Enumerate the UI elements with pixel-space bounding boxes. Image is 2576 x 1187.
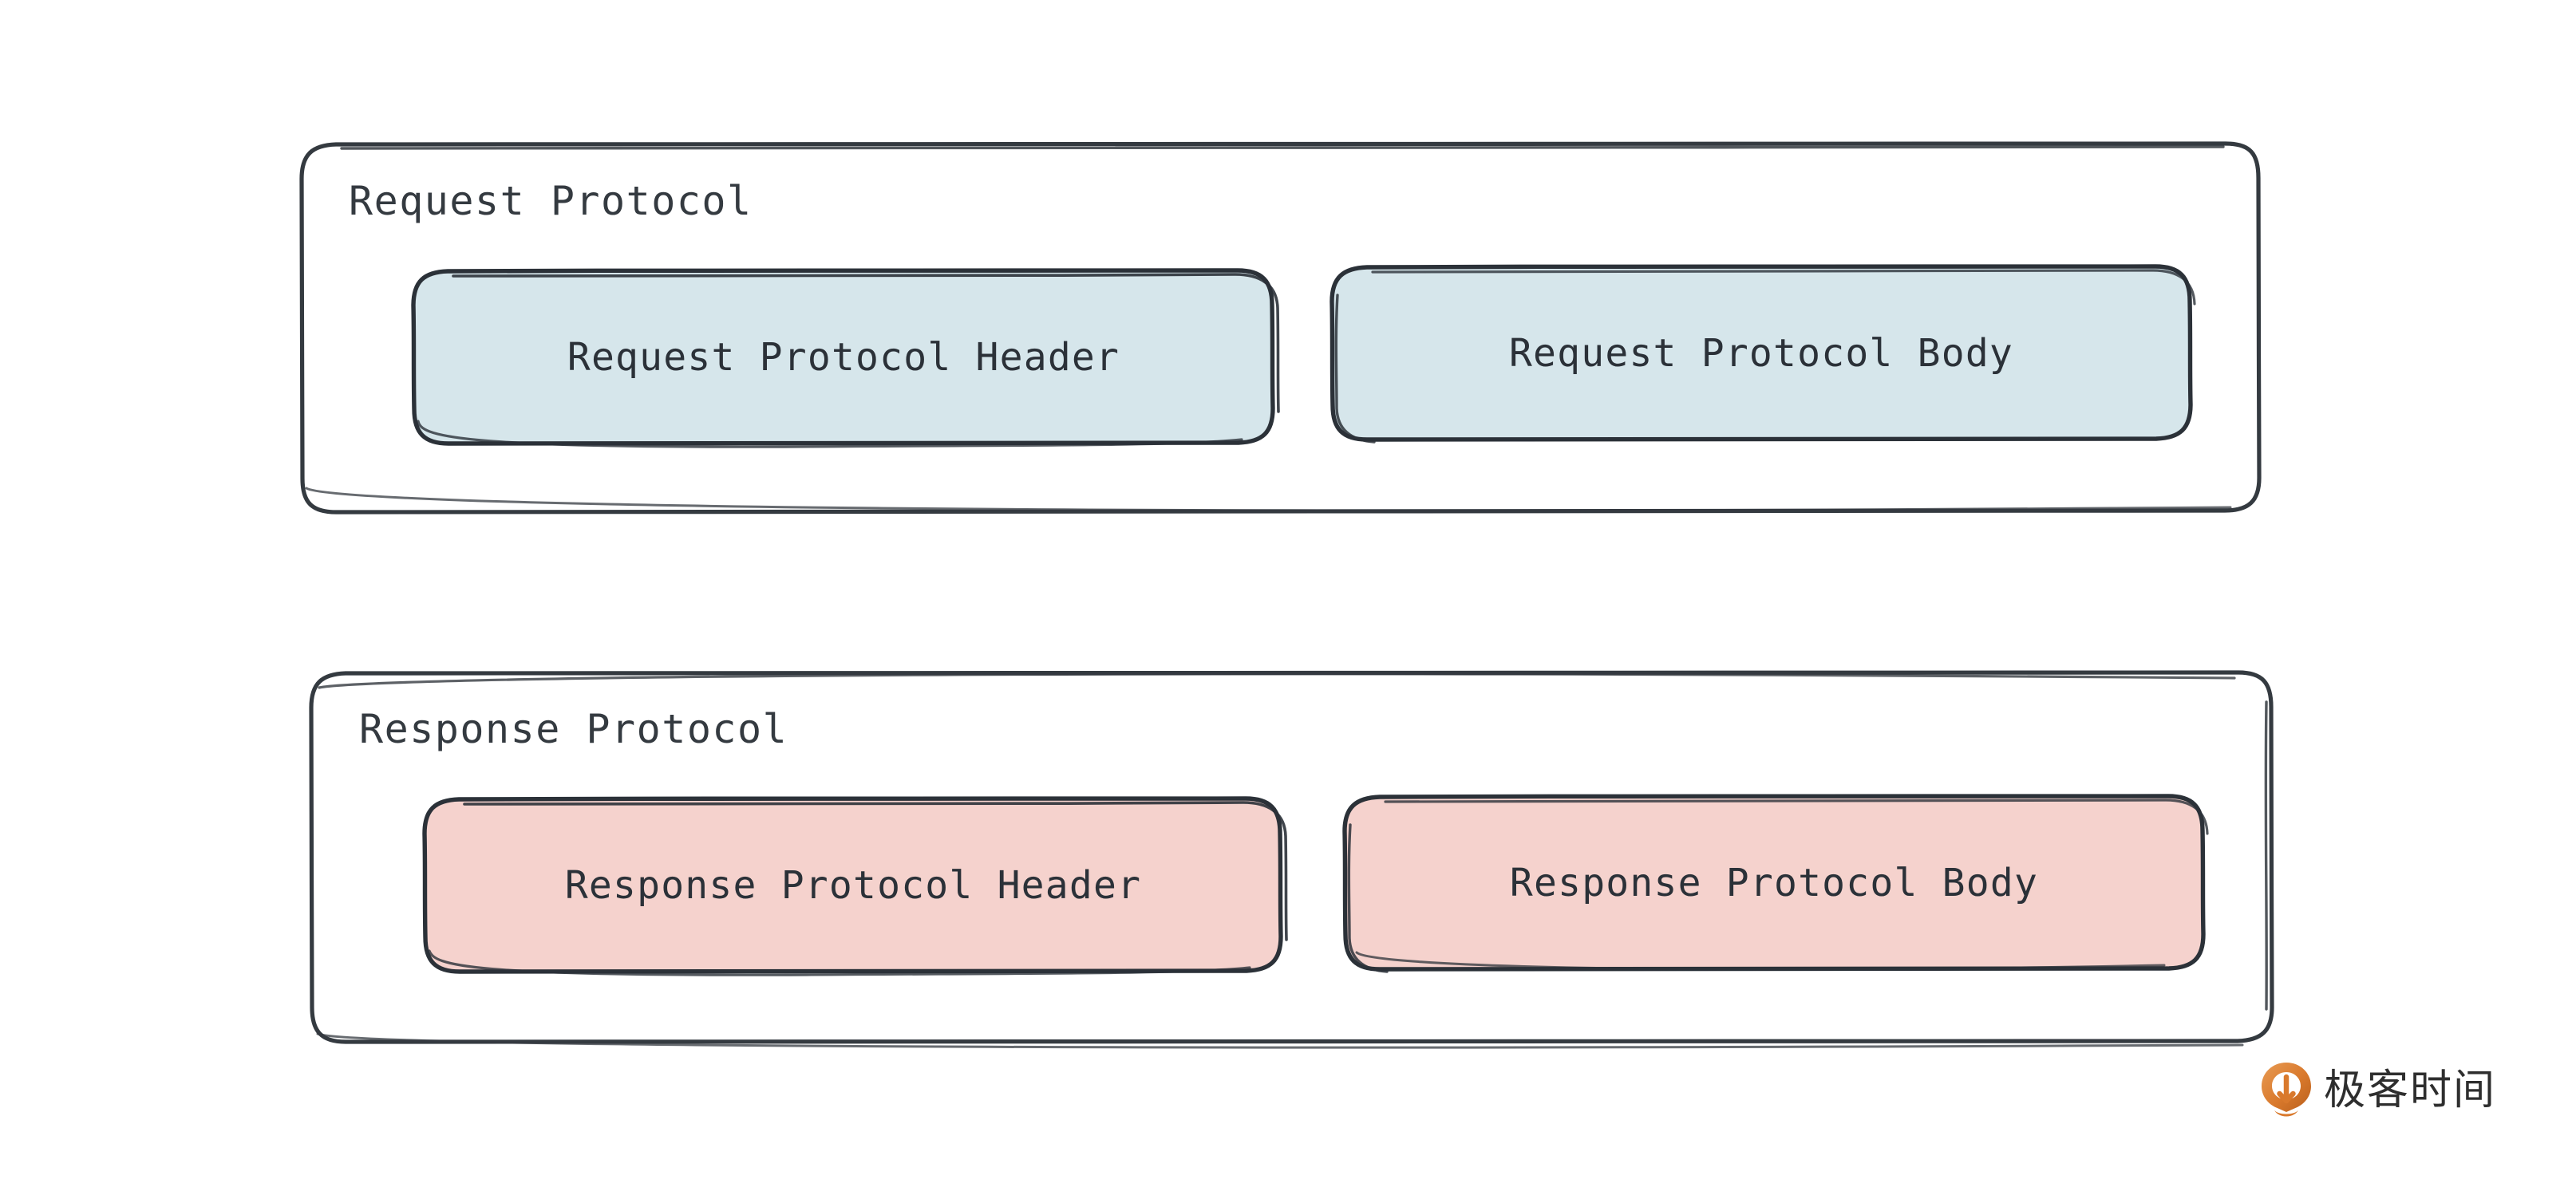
- request-protocol-header-box[interactable]: [411, 268, 1280, 448]
- response-protocol-header-box[interactable]: [422, 796, 1288, 976]
- request-protocol-header-label: Request Protocol Header: [567, 335, 1120, 380]
- request-protocol-body-label: Request Protocol Body: [1508, 331, 2014, 376]
- geektime-brand-text: 极客时间: [2324, 1067, 2497, 1114]
- request-protocol-body-box[interactable]: [1329, 264, 2196, 444]
- geektime-watermark: 极客时间: [2260, 1061, 2496, 1120]
- response-protocol-body-label: Response Protocol Body: [1509, 861, 2039, 905]
- geektime-pin-icon: [2262, 1063, 2311, 1117]
- response-protocol-body-box[interactable]: [1342, 794, 2209, 973]
- response-protocol-header-label: Response Protocol Header: [564, 863, 1142, 908]
- response-protocol-label: Response Protocol: [359, 706, 788, 752]
- request-protocol-label: Request Protocol: [349, 178, 753, 224]
